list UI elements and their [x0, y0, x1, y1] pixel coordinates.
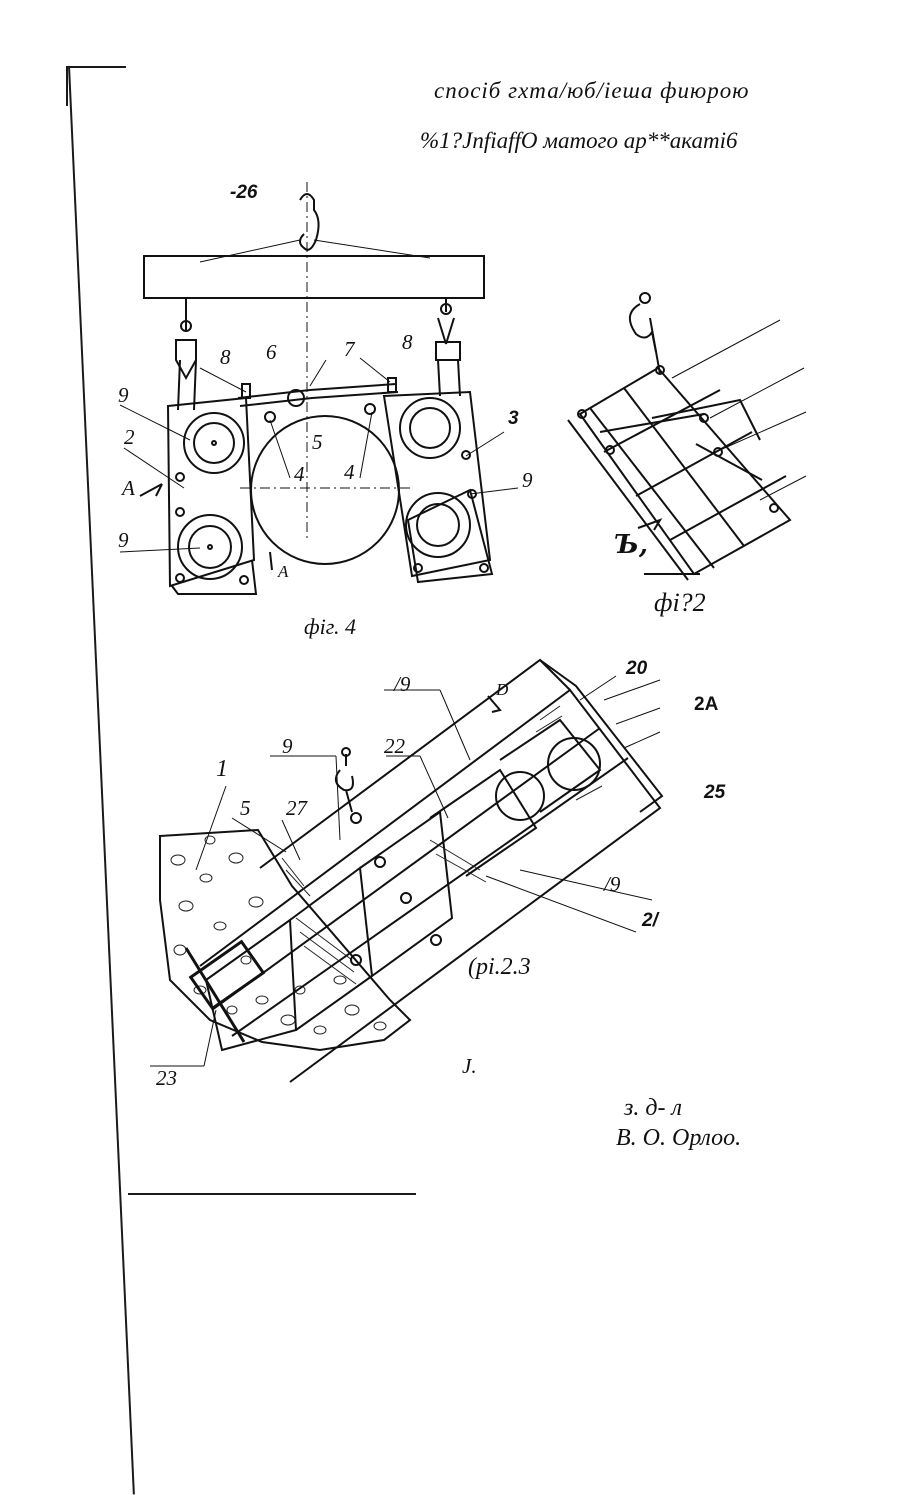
fig3-label-23: 23 — [156, 1066, 177, 1091]
fig3-label-19-top: /9 — [394, 672, 410, 697]
fig3-drawing — [150, 660, 662, 1082]
fig2-drawing — [568, 293, 806, 580]
fig2-label-b: Ъ, — [614, 530, 648, 560]
fig4-label-2: 2 — [124, 425, 135, 450]
signature-line-2: В. О. Орлоо. — [616, 1124, 741, 1152]
fig3-label-21: 2/ — [642, 910, 658, 932]
fig4-label-4-right: 4 — [344, 460, 355, 485]
signature-line-1: з. д- л — [624, 1094, 682, 1122]
fig3-label-20: 20 — [626, 658, 647, 680]
fig3-label-j: J. — [462, 1054, 477, 1079]
fig4-label-9-top-left: 9 — [118, 383, 129, 408]
fig4-label-9-bottom-left: 9 — [118, 528, 129, 553]
fig4-label-26: -26 — [230, 182, 257, 204]
fig3-caption: (рі.2.3 — [468, 954, 531, 981]
fig3-label-9: 9 — [282, 734, 293, 759]
fig3-label-5: 5 — [240, 796, 251, 821]
fig4-caption: фіг. 4 — [304, 614, 356, 640]
fig3-label-27: 27 — [286, 796, 307, 821]
technical-drawing — [0, 0, 901, 1273]
fig4-label-9-right: 9 — [522, 468, 533, 493]
fig4-label-a-left: А — [122, 476, 135, 501]
fig4-label-8-right: 8 — [402, 330, 413, 355]
fig4-label-8-left: 8 — [220, 345, 231, 370]
fig4-label-4-left: 4 — [294, 462, 305, 487]
fig3-label-2a: 2А — [694, 694, 718, 716]
fig4-label-3: 3 — [508, 408, 519, 430]
fig3-label-1: 1 — [216, 756, 228, 783]
fig4-label-a-bottom: А — [278, 562, 288, 582]
fig4-drawing — [120, 182, 518, 594]
fig2-caption: фі?2 — [654, 588, 706, 618]
fig3-label-d: D — [496, 680, 508, 700]
fig4-label-6: 6 — [266, 340, 277, 365]
fig3-label-19-bottom: /9 — [604, 872, 620, 897]
fig4-label-7: 7 — [344, 337, 355, 362]
fig3-label-22: 22 — [384, 734, 405, 759]
fig3-label-25: 25 — [704, 782, 725, 804]
fig4-label-5: 5 — [312, 430, 323, 455]
